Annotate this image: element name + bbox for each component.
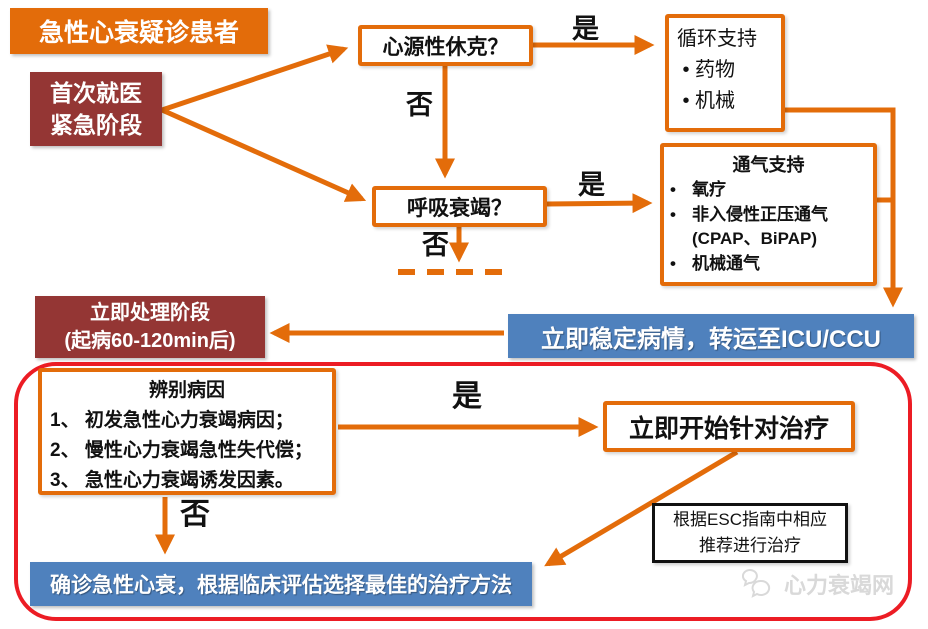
- targeted-treatment-box: 立即开始针对治疗: [603, 401, 855, 452]
- respiratory-failure-box: 呼吸衰竭？: [372, 186, 547, 227]
- bullet-icon: •: [682, 59, 690, 81]
- shock-yes-label: 是: [572, 14, 599, 44]
- confirm-diagnosis-box: 确诊急性心衰，根据临床评估选择最佳的治疗方法: [30, 562, 532, 606]
- bullet-icon: •: [670, 180, 676, 200]
- cause-yes-label: 是: [452, 380, 482, 413]
- respiratory-yes-label: 是: [578, 170, 605, 200]
- identify-cause-item: 2、 慢性心力衰竭急性失代偿；: [50, 440, 313, 462]
- respiratory-no-label: 否: [422, 230, 449, 260]
- title-banner: 急性心衰疑诊患者: [10, 8, 268, 54]
- first-visit-line2: 紧急阶段: [50, 112, 142, 138]
- bullet-icon: •: [682, 90, 690, 112]
- circulatory-support-box: 循环支持 • 药物 • 机械: [665, 14, 785, 132]
- arrow-firstvisit-to-respiratory: [160, 107, 367, 202]
- ventilation-item-label: 非入侵性正压通气 (CPAP、BiPAP): [692, 203, 828, 252]
- treatment-phase-frame: [14, 362, 912, 621]
- circulatory-item-label: 机械: [695, 90, 735, 112]
- cause-no-label: 否: [180, 498, 210, 531]
- bullet-icon: •: [670, 254, 676, 274]
- stabilize-transfer-box: 立即稳定病情，转运至ICU/CCU: [508, 314, 914, 358]
- watermark-text: 心力衰竭网: [784, 573, 895, 598]
- chat-bubbles-icon: [742, 569, 771, 598]
- immediate-phase-line2: (起病60-120min后): [64, 330, 236, 352]
- circulatory-item: • 机械: [677, 86, 773, 117]
- ventilation-item-text: 非入侵性正压通气: [692, 204, 828, 224]
- identify-cause-item: 1、 初发急性心力衰竭病因；: [50, 410, 294, 432]
- first-visit-line1: 首次就医: [50, 79, 142, 106]
- bullet-icon: •: [670, 204, 676, 224]
- first-visit-phase-box: 首次就医 紧急阶段: [30, 72, 162, 146]
- immediate-phase-box: 立即处理阶段 (起病60-120min后): [35, 296, 265, 358]
- arrow-respiratory-yes: [546, 193, 653, 214]
- circulatory-support-title: 循环支持: [677, 28, 757, 50]
- ventilation-support-title: 通气支持: [732, 155, 805, 175]
- esc-guideline-line1: 根据ESC指南中相应: [673, 509, 827, 529]
- identify-cause-item: 3、 急性心力衰竭诱发因素。: [50, 470, 294, 492]
- circulatory-item-label: 药物: [695, 59, 735, 81]
- shock-no-label: 否: [406, 90, 433, 120]
- ventilation-item-label: 氧疗: [692, 180, 726, 200]
- cardiogenic-shock-box: 心源性休克？: [358, 25, 533, 66]
- identify-cause-box: 辨别病因 1、 初发急性心力衰竭病因； 2、 慢性心力衰竭急性失代偿； 3、 急…: [38, 368, 336, 495]
- ventilation-item-subtext: (CPAP、BiPAP): [692, 229, 817, 249]
- ventilation-item: • 机械通气: [670, 252, 867, 277]
- esc-guideline-line2: 推荐进行治疗: [699, 536, 801, 555]
- site-watermark: 心力衰竭网: [742, 568, 894, 600]
- arrow-firstvisit-to-shock: [161, 44, 349, 113]
- ventilation-item-label: 机械通气: [692, 254, 760, 274]
- esc-guideline-box: 根据ESC指南中相应 推荐进行治疗: [652, 503, 848, 563]
- ventilation-item: • 非入侵性正压通气 (CPAP、BiPAP): [670, 203, 867, 252]
- circulatory-item: • 药物: [677, 55, 773, 86]
- immediate-phase-line1: 立即处理阶段: [90, 302, 210, 324]
- identify-cause-title: 辨别病因: [148, 380, 225, 401]
- ventilation-support-box: 通气支持 • 氧疗 • 非入侵性正压通气 (CPAP、BiPAP) • 机械通气: [660, 143, 877, 286]
- ventilation-item: • 氧疗: [670, 178, 867, 203]
